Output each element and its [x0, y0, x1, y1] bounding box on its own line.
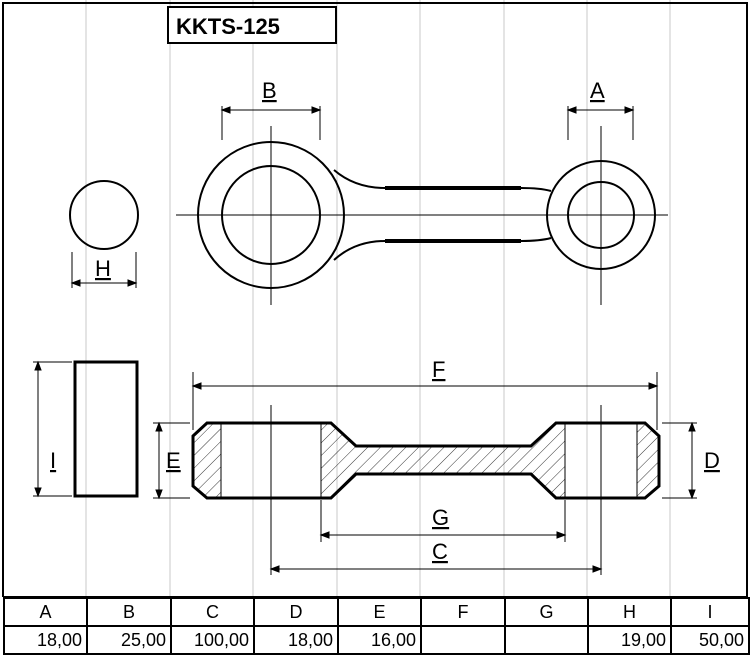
dimension-f [191, 372, 659, 430]
dimension-d [662, 421, 697, 500]
header-i: I [670, 597, 750, 627]
header-f: F [420, 597, 506, 627]
label-g: G [432, 505, 449, 530]
value-h: 19,00 [587, 625, 672, 655]
dimension-h [70, 252, 138, 288]
title-box [167, 6, 337, 44]
label-h: H [95, 256, 111, 281]
dimension-e [153, 421, 190, 500]
small-end-bore [567, 181, 635, 249]
top-view [69, 126, 668, 305]
value-f [420, 625, 506, 655]
label-i: I [50, 448, 56, 473]
header-g: G [504, 597, 589, 627]
label-f: F [432, 357, 445, 382]
value-b: 25,00 [86, 625, 172, 655]
background-grid [85, 0, 671, 597]
header-e: E [337, 597, 422, 627]
dimension-table: A B C D E F G H I 18,00 25,00 100,00 18,… [3, 597, 750, 655]
label-a: A [590, 78, 605, 103]
title: KKTS-125 [176, 14, 280, 39]
dimension-i [33, 360, 72, 498]
value-i: 50,00 [670, 625, 750, 655]
drawing-frame [2, 2, 748, 597]
pin-side-rect [73, 360, 139, 498]
label-e: E [166, 448, 181, 473]
big-end-outer [197, 141, 345, 289]
header-d: D [253, 597, 339, 627]
dimension-a [566, 106, 635, 140]
value-d: 18,00 [253, 625, 339, 655]
dimension-b [220, 106, 322, 140]
value-c: 100,00 [170, 625, 255, 655]
header-a: A [3, 597, 88, 627]
small-end-outer [546, 160, 656, 270]
label-b: B [262, 78, 277, 103]
value-g [504, 625, 589, 655]
header-b: B [86, 597, 172, 627]
table-header-row: A B C D E F G H I [3, 597, 750, 627]
pin-circle [69, 180, 139, 250]
value-a: 18,00 [3, 625, 88, 655]
header-c: C [170, 597, 255, 627]
dimension-g [319, 500, 567, 542]
dimension-c [269, 565, 603, 573]
rod-side-view [191, 405, 661, 575]
table-value-row: 18,00 25,00 100,00 18,00 16,00 19,00 50,… [3, 625, 750, 655]
value-e: 16,00 [337, 625, 422, 655]
header-h: H [587, 597, 672, 627]
big-end-bore [221, 165, 321, 265]
label-c: C [432, 539, 448, 564]
label-d: D [704, 448, 720, 473]
connecting-rod-drawing: KKTS-125 B A [2, 0, 748, 597]
